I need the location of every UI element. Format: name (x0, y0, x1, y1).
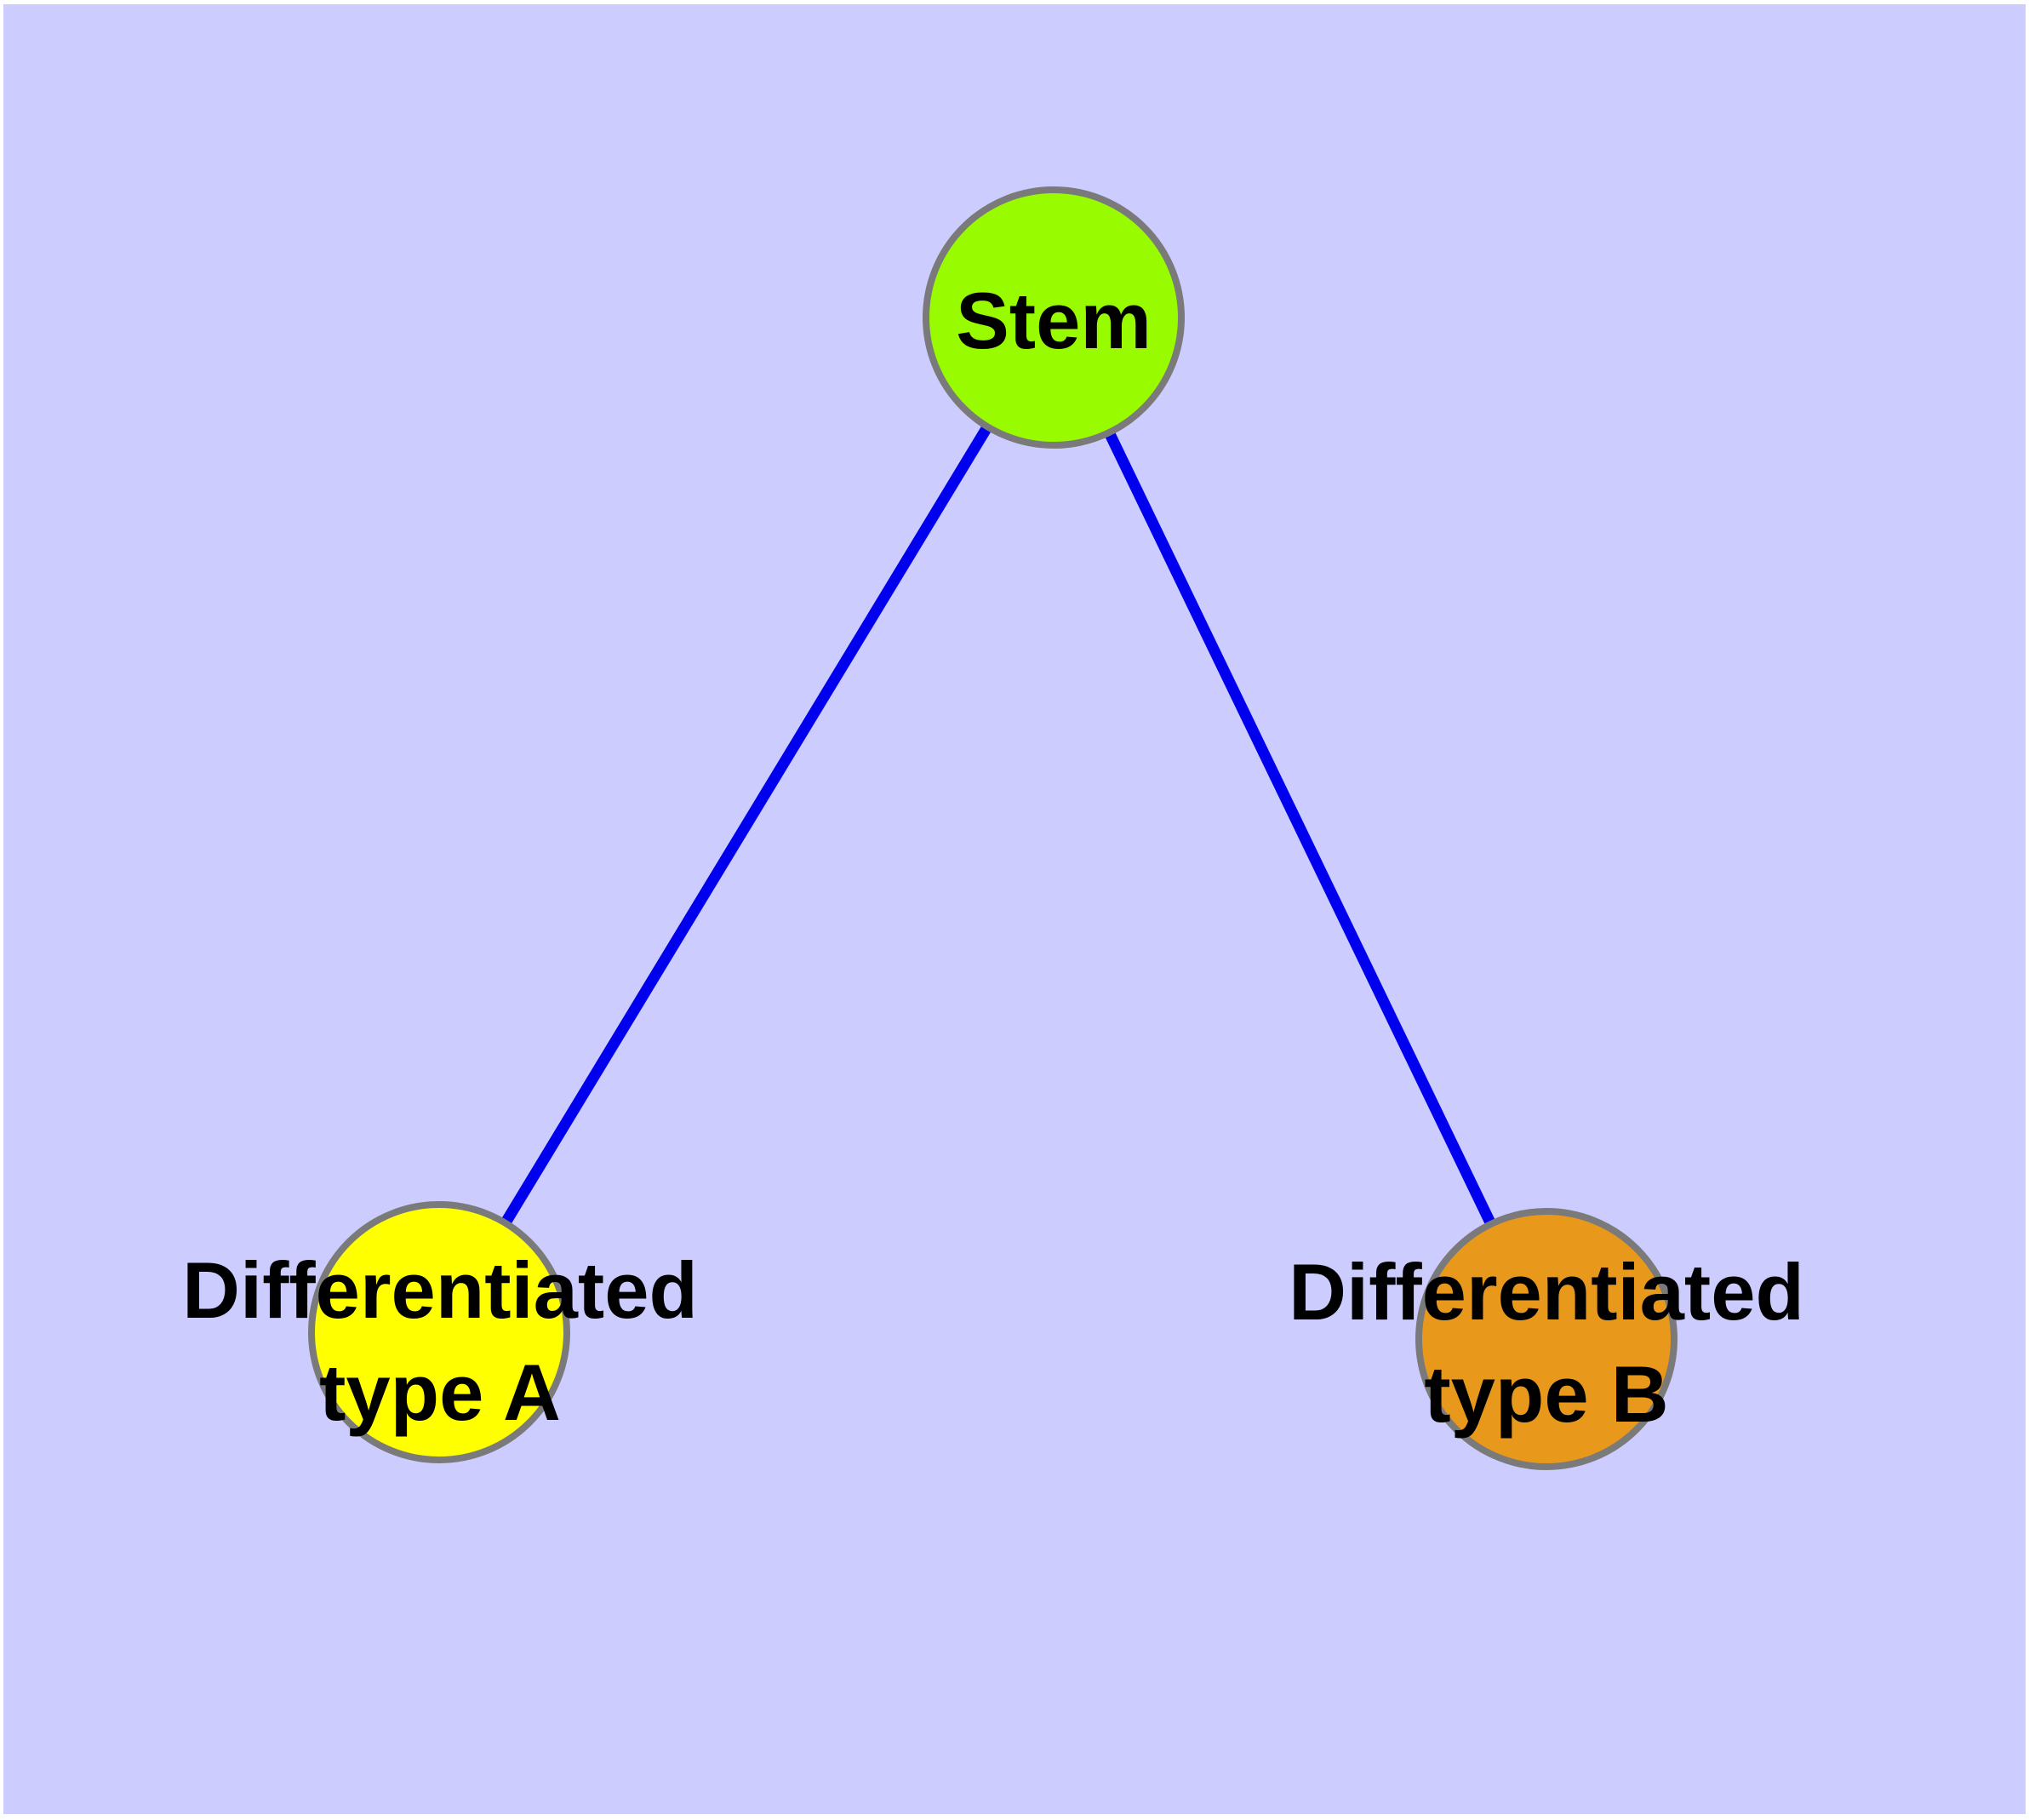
edge-stem-to-type-b[interactable] (1049, 315, 1552, 1342)
node-stem[interactable] (923, 186, 1185, 449)
node-type-a[interactable] (308, 1201, 570, 1463)
edge-stem-to-type-a[interactable] (434, 314, 1059, 1336)
node-type-b[interactable] (1415, 1208, 1677, 1470)
